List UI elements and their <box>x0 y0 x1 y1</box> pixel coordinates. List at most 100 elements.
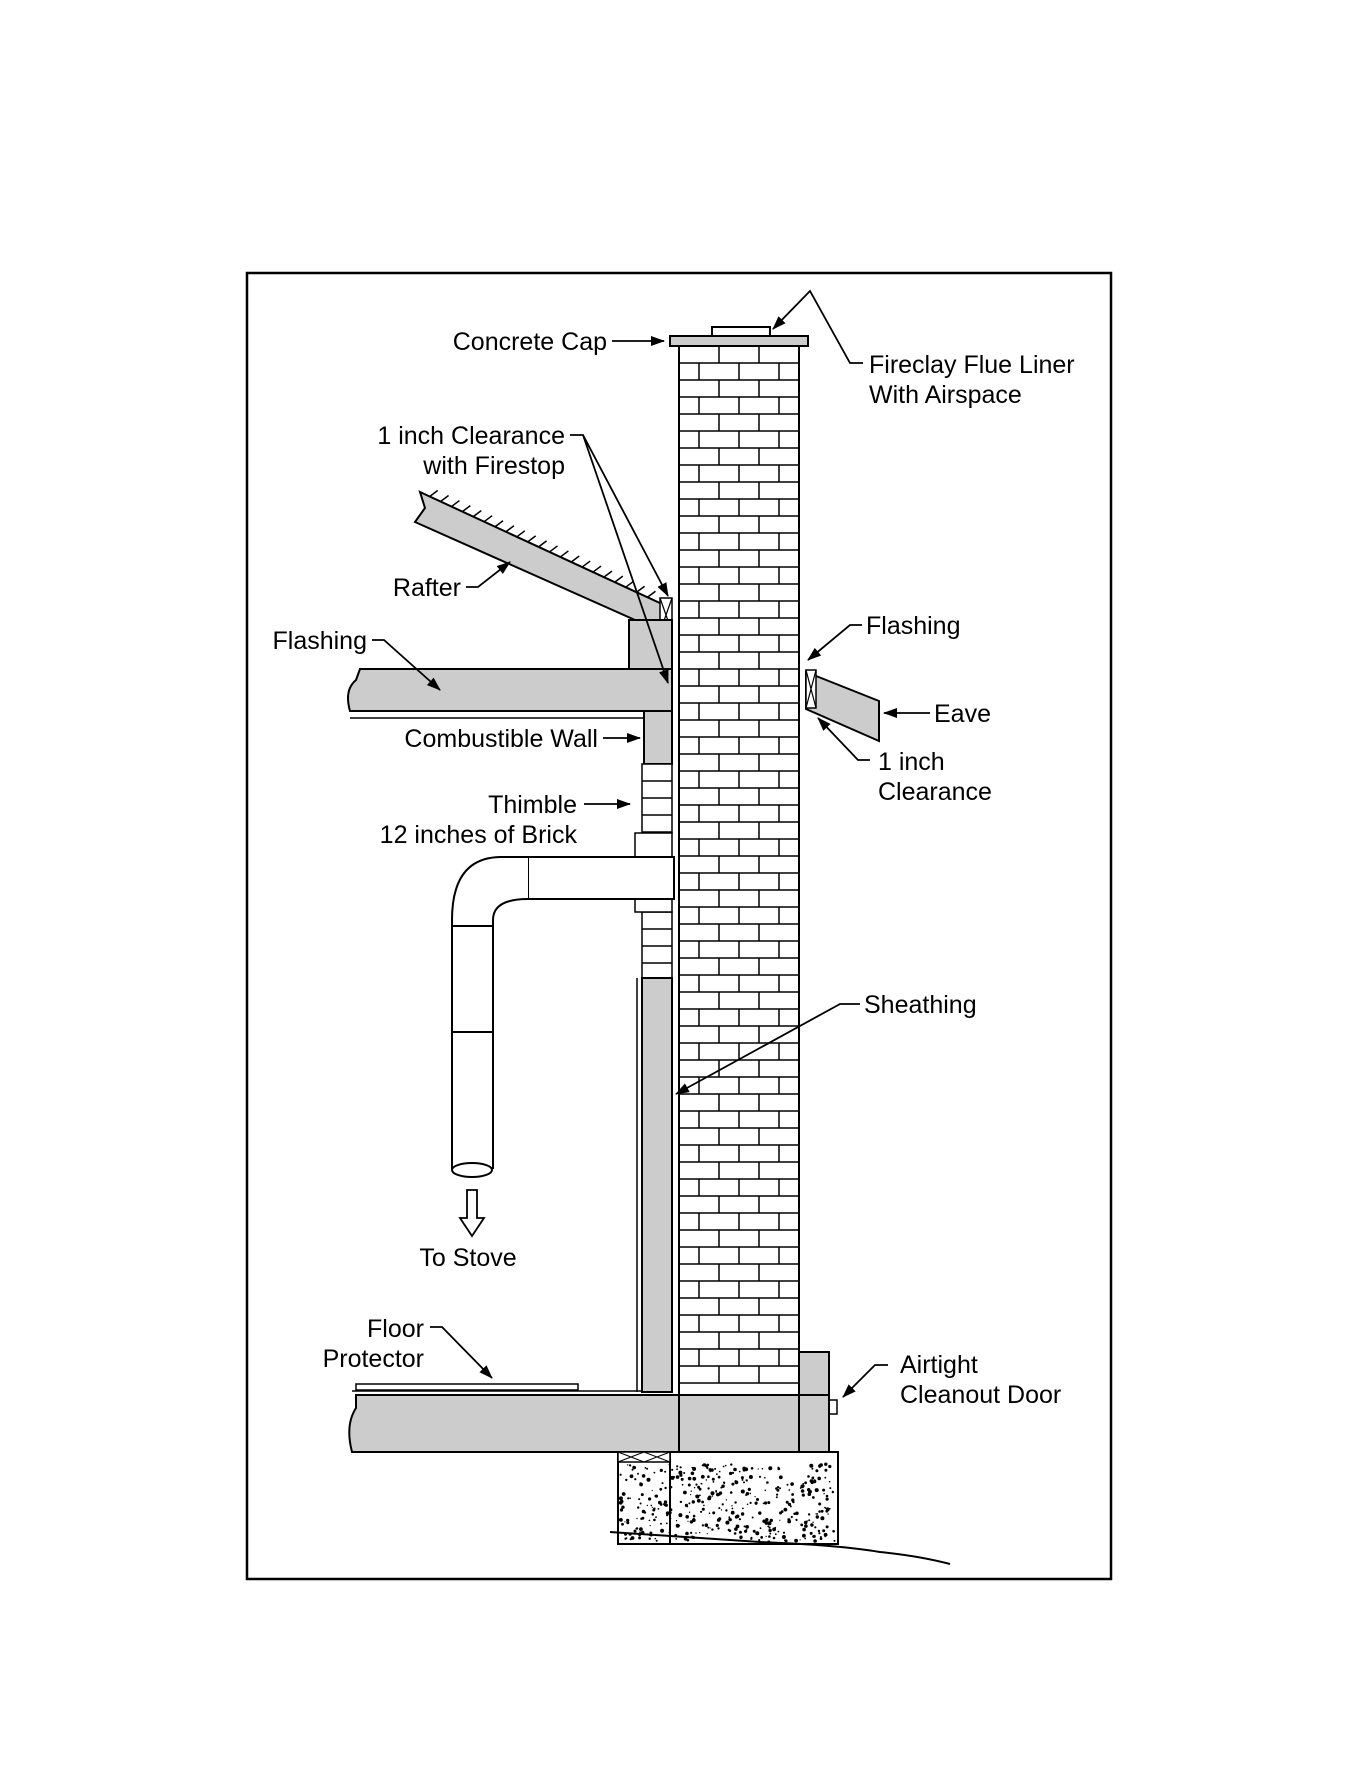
concrete-speckle <box>683 1491 687 1495</box>
brick-chimney <box>679 346 799 1395</box>
rafter <box>415 490 662 632</box>
concrete-speckle <box>681 1478 684 1481</box>
concrete-speckle <box>823 1493 824 1494</box>
concrete-speckle <box>680 1501 682 1503</box>
concrete-speckle <box>755 1502 758 1505</box>
label-rafter: Rafter <box>393 574 461 602</box>
concrete-speckle <box>705 1523 709 1527</box>
concrete-speckle <box>725 1521 729 1525</box>
concrete-speckle <box>714 1468 716 1470</box>
concrete-speckle <box>812 1535 815 1538</box>
concrete-speckle <box>654 1472 656 1474</box>
concrete-speckle <box>668 1511 671 1514</box>
concrete-speckle <box>813 1539 817 1543</box>
concrete-speckle <box>811 1481 814 1484</box>
concrete-speckle <box>709 1468 712 1471</box>
concrete-speckle <box>755 1496 756 1497</box>
concrete-speckle <box>779 1487 781 1489</box>
concrete-speckle <box>652 1509 655 1512</box>
concrete-speckle <box>629 1464 631 1466</box>
concrete-speckle <box>664 1504 667 1507</box>
concrete-speckle <box>736 1515 740 1519</box>
concrete-speckle <box>826 1498 829 1501</box>
concrete-speckle <box>645 1467 647 1469</box>
concrete-speckle <box>701 1483 703 1485</box>
concrete-speckle <box>724 1483 726 1485</box>
concrete-speckle <box>707 1475 710 1478</box>
concrete-speckle <box>758 1511 761 1514</box>
to-stove-arrow <box>460 1190 484 1236</box>
concrete-speckle <box>793 1513 796 1516</box>
concrete-speckle <box>746 1492 749 1495</box>
concrete-speckle <box>666 1523 668 1525</box>
concrete-speckle <box>762 1520 765 1523</box>
concrete-speckle <box>822 1489 825 1492</box>
concrete-speckle <box>777 1486 779 1488</box>
concrete-speckle <box>788 1489 790 1491</box>
concrete-speckle <box>746 1479 748 1481</box>
concrete-speckle <box>785 1539 788 1542</box>
concrete-speckle <box>702 1524 704 1526</box>
concrete-speckle <box>808 1519 810 1521</box>
label-eave: Eave <box>934 700 991 728</box>
concrete-speckle <box>764 1501 767 1504</box>
concrete-speckle <box>664 1487 666 1489</box>
label-clearance-firestop-1: 1 inch Clearance <box>377 422 565 450</box>
concrete-speckle <box>630 1474 634 1478</box>
label-clearance-1: 1 inch <box>878 748 945 776</box>
shingle-mark <box>528 536 536 542</box>
concrete-speckle <box>800 1487 802 1489</box>
concrete-speckle <box>815 1513 816 1514</box>
concrete-speckle <box>824 1533 828 1537</box>
shingle-mark <box>615 576 623 582</box>
concrete-speckle <box>676 1520 677 1521</box>
concrete-speckle <box>742 1479 744 1481</box>
concrete-speckle <box>729 1529 732 1532</box>
concrete-speckle <box>679 1525 680 1526</box>
concrete-speckle <box>777 1467 779 1469</box>
concrete-speckle <box>654 1495 656 1497</box>
concrete-speckle <box>818 1510 821 1513</box>
shingle-mark <box>637 586 645 592</box>
concrete-speckle <box>638 1498 640 1500</box>
concrete-speckle <box>669 1532 671 1534</box>
concrete-speckle <box>739 1531 742 1534</box>
concrete-speckle <box>808 1513 810 1515</box>
concrete-speckle <box>647 1478 651 1482</box>
concrete-speckle <box>624 1538 626 1540</box>
concrete-speckle <box>753 1530 756 1533</box>
concrete-speckle <box>741 1490 745 1494</box>
concrete-speckle <box>700 1511 702 1513</box>
concrete-speckle <box>680 1466 682 1468</box>
concrete-speckle <box>763 1503 765 1505</box>
concrete-speckle <box>745 1525 749 1529</box>
concrete-speckle <box>804 1481 807 1484</box>
concrete-speckle <box>826 1507 830 1511</box>
concrete-speckle <box>660 1523 662 1525</box>
concrete-speckle <box>767 1501 770 1504</box>
concrete-speckle <box>711 1528 713 1530</box>
concrete-speckle <box>821 1510 824 1513</box>
concrete-speckle <box>827 1513 828 1514</box>
concrete-speckle <box>701 1501 704 1504</box>
shingle-mark <box>647 591 655 597</box>
concrete-speckle <box>786 1501 789 1504</box>
concrete-speckle <box>694 1487 695 1488</box>
concrete-speckle <box>818 1503 821 1506</box>
concrete-speckle <box>685 1532 689 1536</box>
concrete-speckle <box>679 1474 682 1477</box>
concrete-speckle <box>731 1511 735 1515</box>
concrete-speckle <box>775 1533 777 1535</box>
upper-wall <box>629 620 672 670</box>
concrete-speckle <box>718 1507 720 1509</box>
concrete-speckle <box>676 1468 678 1470</box>
concrete-speckle <box>692 1467 696 1471</box>
concrete-speckle <box>690 1494 691 1495</box>
concrete-speckle <box>791 1516 793 1518</box>
concrete-speckle <box>625 1479 627 1481</box>
concrete-speckle <box>713 1481 715 1483</box>
concrete-speckle <box>642 1474 646 1478</box>
concrete-speckle <box>655 1538 657 1540</box>
